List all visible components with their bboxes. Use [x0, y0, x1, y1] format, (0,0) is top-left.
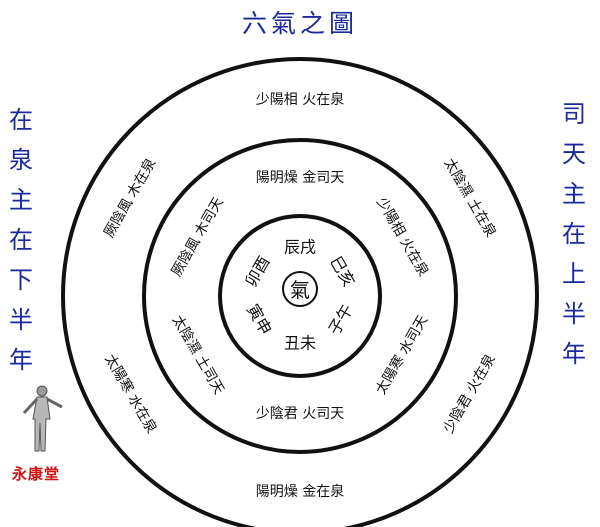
diagram-title: 六氣之圖: [241, 9, 358, 38]
middle-ring-label: 太陰濕 土司天: [169, 313, 227, 398]
middle-ring-label: 少陰君 火司天: [256, 406, 344, 422]
middle-ring-label: 厥陰風 木司天: [169, 195, 227, 280]
right-caption-char: 天: [562, 140, 586, 168]
right-caption-char: 在: [562, 220, 586, 248]
outer-ring-label: 太陰濕 土在泉: [441, 155, 500, 240]
right-caption-char: 司: [562, 100, 586, 128]
inner-ring-label: 卯酉: [241, 253, 273, 290]
inner-ring-label: 子午: [325, 301, 357, 338]
right-caption-char: 年: [562, 340, 586, 368]
left-caption-char: 泉: [9, 146, 33, 174]
center-char: 氣: [290, 278, 310, 302]
outer-circle: [61, 57, 539, 527]
left-caption-char: 年: [9, 346, 33, 374]
middle-ring-label: 陽明燥 金司天: [256, 170, 344, 186]
outer-ring-label: 陽明燥 金在泉: [256, 483, 344, 500]
left-caption-char: 在: [9, 106, 33, 134]
left-caption-char: 在: [9, 226, 33, 254]
middle-ring-label: 少陽相 火在泉: [373, 194, 432, 279]
left-caption: 在 泉 主 在 下 半 年: [6, 100, 36, 380]
inner-ring-label: 寅申: [243, 301, 275, 338]
middle-circle: [142, 138, 458, 454]
inner-ring-label: 巳亥: [326, 253, 358, 290]
human-figure-icon: [22, 385, 63, 452]
brand-label: 永康堂: [12, 465, 61, 483]
outer-ring-label: 厥陰風 木在泉: [100, 155, 159, 240]
left-caption-char: 下: [9, 266, 33, 294]
outer-ring-label: 太陽寒 水在泉: [101, 351, 160, 436]
center-circle: [282, 271, 318, 307]
right-caption-char: 主: [562, 180, 586, 208]
right-caption-char: 半: [562, 300, 586, 328]
right-caption: 司 天 主 在 上 半 年: [559, 94, 589, 374]
outer-ring-label: 少陰君 火在泉: [440, 351, 499, 436]
left-caption-char: 主: [9, 186, 33, 214]
inner-circle: [218, 214, 382, 378]
left-caption-char: 半: [9, 306, 33, 334]
inner-ring-label: 辰戌: [284, 238, 316, 257]
right-caption-char: 上: [562, 260, 586, 288]
middle-ring-label: 太陽寒 水司天: [372, 312, 431, 397]
inner-ring-label: 丑未: [284, 334, 316, 353]
outer-ring-label: 少陽相 火在泉: [256, 91, 344, 108]
